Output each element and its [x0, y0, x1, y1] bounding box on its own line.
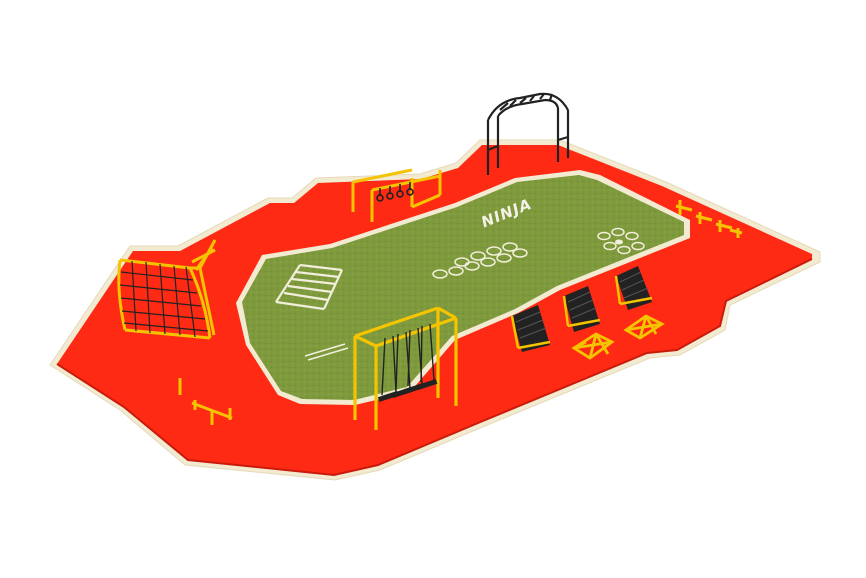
climbing-net-frame [117, 239, 217, 340]
balance-beam [178, 378, 233, 425]
vault-box-1 [571, 332, 615, 360]
inclined-wall-3 [614, 266, 653, 310]
hanging-rings [376, 182, 414, 202]
small-ladder-marking [304, 343, 349, 361]
stepping-posts [675, 200, 743, 238]
turf-area [236, 170, 690, 405]
monkey-bar-arch [486, 92, 570, 175]
hanging-rings-frame [351, 168, 442, 222]
inclined-wall-1 [510, 305, 551, 352]
center-dot-marking [615, 239, 623, 245]
vault-box-2 [623, 314, 665, 340]
swing-grips-frame [353, 306, 458, 430]
inclined-wall-2 [562, 286, 601, 332]
circle-markings [432, 227, 645, 279]
ladder-marking [275, 263, 343, 311]
